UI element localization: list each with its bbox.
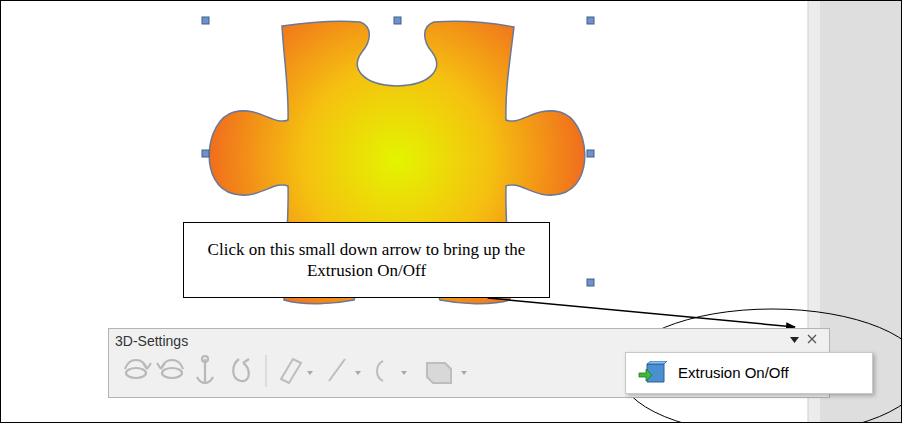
toolbar-title: 3D-Settings xyxy=(115,333,188,349)
callout-arrow xyxy=(488,298,795,327)
callout-text: Click on this small down arrow to bring … xyxy=(196,239,537,281)
extrusion-icon xyxy=(638,361,668,387)
callout-box: Click on this small down arrow to bring … xyxy=(183,222,550,298)
menu-item-label: Extrusion On/Off xyxy=(678,364,789,381)
highlight-ellipse xyxy=(620,309,902,423)
context-menu: Extrusion On/Off xyxy=(625,352,873,394)
